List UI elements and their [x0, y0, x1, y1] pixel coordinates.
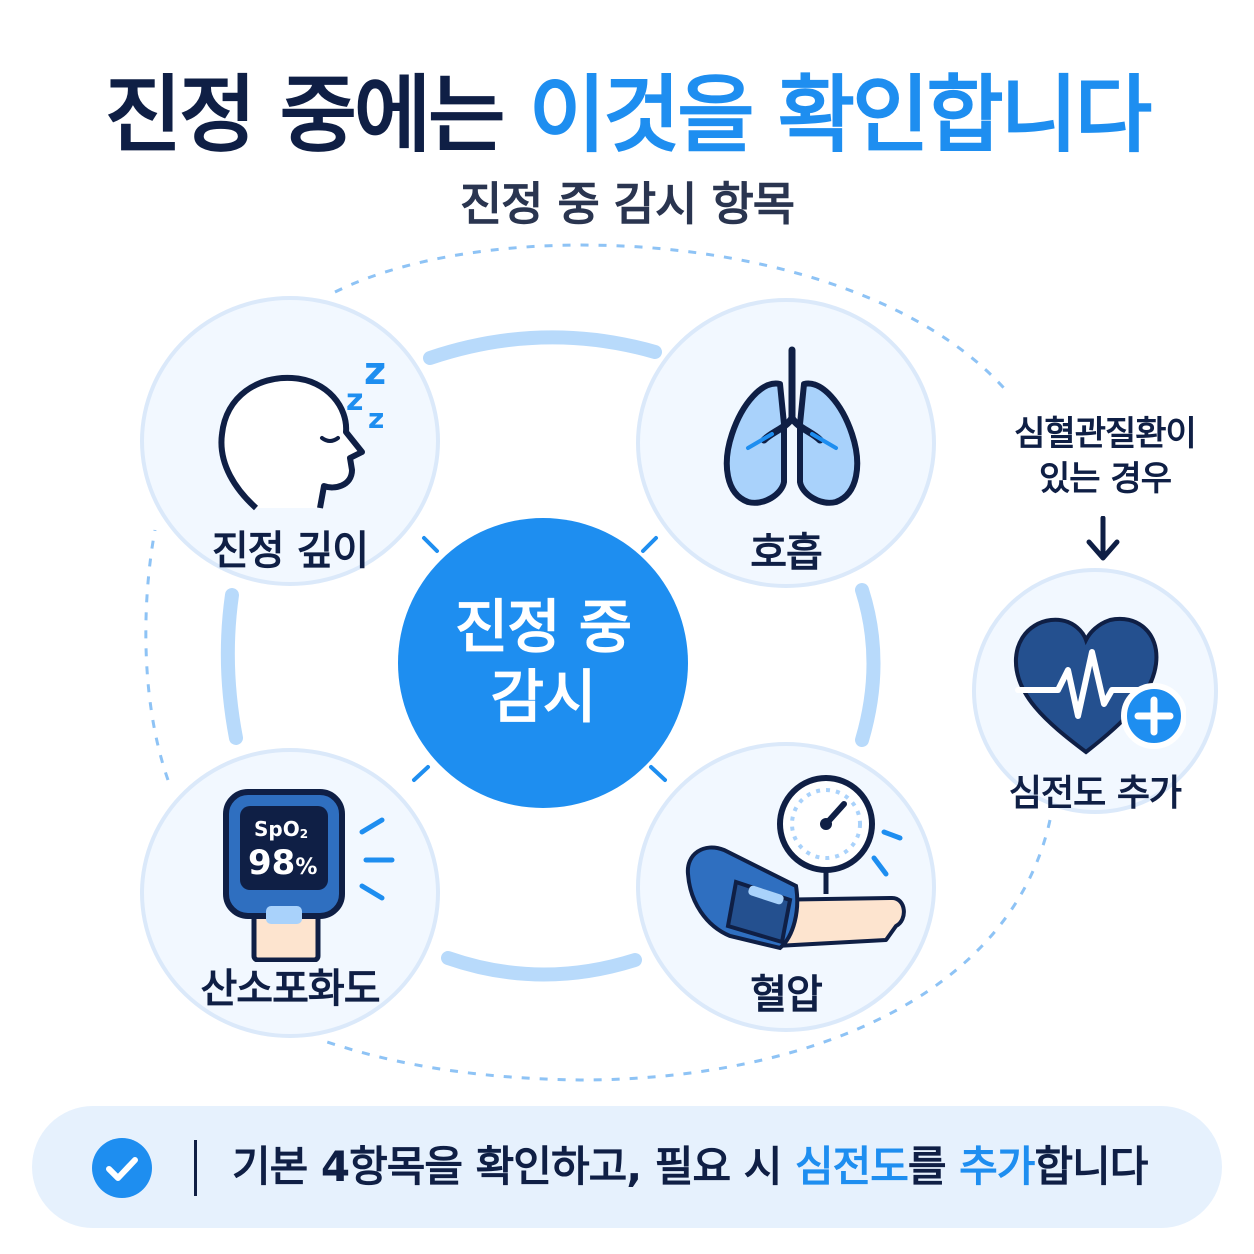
card-label-blood-pressure: 혈압: [750, 972, 823, 1018]
heart-ecg-plus-icon: [1013, 616, 1186, 755]
svg-text:z: z: [346, 383, 363, 418]
card-blood-pressure: 혈압: [636, 742, 936, 1032]
card-label-sedation-depth: 진정 깊이: [211, 528, 369, 574]
card-ecg: 심전도 추가: [972, 568, 1218, 814]
arrow-down-icon: [1086, 516, 1120, 561]
card-label-oxygen-saturation: 산소포화도: [200, 966, 381, 1012]
banner-text: 기본 4항목을 확인하고, 필요 시 심전도를 추가합니다: [232, 1106, 1148, 1228]
banner-highlight-add: 추가: [959, 1142, 1035, 1191]
check-circle-icon: [92, 1138, 152, 1198]
svg-text:z: z: [368, 402, 384, 435]
screen-label-spo: SpO: [254, 817, 300, 841]
center-line1: 진정 중: [454, 593, 632, 662]
sleeping-head-icon: z z z: [218, 349, 386, 511]
screen-value-number: 98: [248, 843, 295, 883]
card-label-breathing: 호흡: [750, 530, 823, 576]
banner-divider: [194, 1140, 197, 1196]
banner-highlight-ecg: 심전도: [794, 1142, 909, 1191]
title-part2: 이것을 확인합니다: [528, 66, 1152, 164]
side-note: 심혈관질환이 있는 경우: [990, 412, 1220, 502]
center-line2: 감시: [490, 663, 597, 731]
svg-text:z: z: [364, 349, 386, 393]
center-monitoring-circle: 진정 중 감시: [398, 518, 688, 808]
card-sedation-depth: z z z 진정 깊이: [140, 296, 440, 586]
subtitle: 진정 중 감시 항목: [459, 177, 795, 231]
outer-dashed-ring: [144, 243, 1052, 1082]
banner-text3: 합니다: [1034, 1142, 1148, 1191]
banner-text1: 기본 4항목을 확인하고, 필요 시: [232, 1142, 795, 1191]
title-part1: 진정 중에는: [104, 66, 506, 164]
summary-banner: 기본 4항목을 확인하고, 필요 시 심전도를 추가합니다: [32, 1106, 1222, 1228]
side-note-line1: 심혈관질환이: [1014, 414, 1197, 454]
lungs-icon: [723, 346, 861, 506]
screen-label-sub: 2: [300, 827, 308, 841]
oximeter-screen-label: SpO2: [254, 817, 308, 841]
oximeter-screen-value: 98%: [248, 843, 317, 883]
center-ticks: [412, 536, 667, 782]
page-title: 진정 중에는 이것을 확인합니다: [0, 48, 1254, 169]
side-note-line2: 있는 경우: [1039, 458, 1172, 499]
card-label-ecg: 심전도 추가: [1008, 773, 1182, 814]
card-oxygen-saturation: SpO2 98% 산소포화도: [140, 748, 440, 1038]
pulse-oximeter-icon: SpO2 98%: [223, 789, 395, 962]
inner-ring-arcs: [220, 330, 881, 982]
banner-text2: 를: [907, 1142, 960, 1191]
screen-value-unit: %: [295, 855, 317, 880]
blood-pressure-cuff-icon: [685, 775, 906, 951]
card-breathing: 호흡: [636, 298, 936, 588]
